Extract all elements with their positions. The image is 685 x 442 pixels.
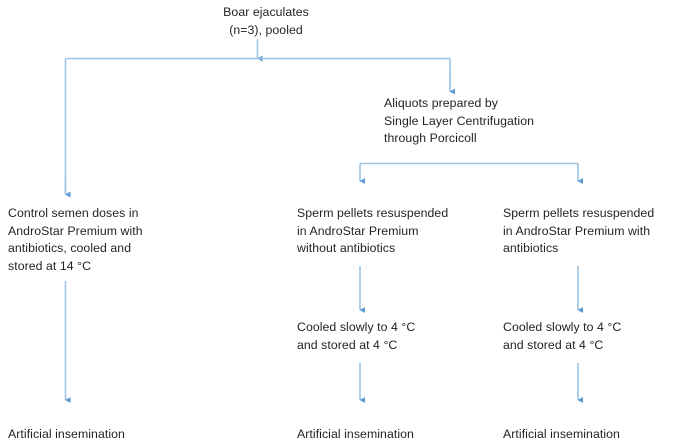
ai-label-middle: Artificial insemination (297, 426, 414, 441)
node-artificial-insemination-right: Artificial insemination n=18 (503, 408, 673, 442)
node-control-semen-doses: Control semen doses in AndroStar Premium… (8, 206, 143, 273)
node-cooled-slowly-right: Cooled slowly to 4 °C and stored at 4 °C (503, 320, 622, 352)
ai-label-left: Artificial insemination (8, 426, 125, 441)
node-sperm-pellets-with-antibiotics: Sperm pellets resuspended in AndroStar P… (503, 206, 655, 255)
ai-label-right: Artificial insemination (503, 426, 620, 441)
node-boar-ejaculates: Boar ejaculates (n=3), pooled (223, 5, 309, 37)
node-sperm-pellets-without-antibiotics: Sperm pellets resuspended in AndroStar P… (297, 206, 449, 255)
node-artificial-insemination-left: Artificial insemination n=16 (8, 408, 188, 442)
node-cooled-slowly-middle: Cooled slowly to 4 °C and stored at 4 °C (297, 320, 416, 352)
node-aliquots-slc: Aliquots prepared by Single Layer Centri… (384, 96, 534, 145)
node-artificial-insemination-middle: Artificial insemination n=18 (297, 408, 467, 442)
